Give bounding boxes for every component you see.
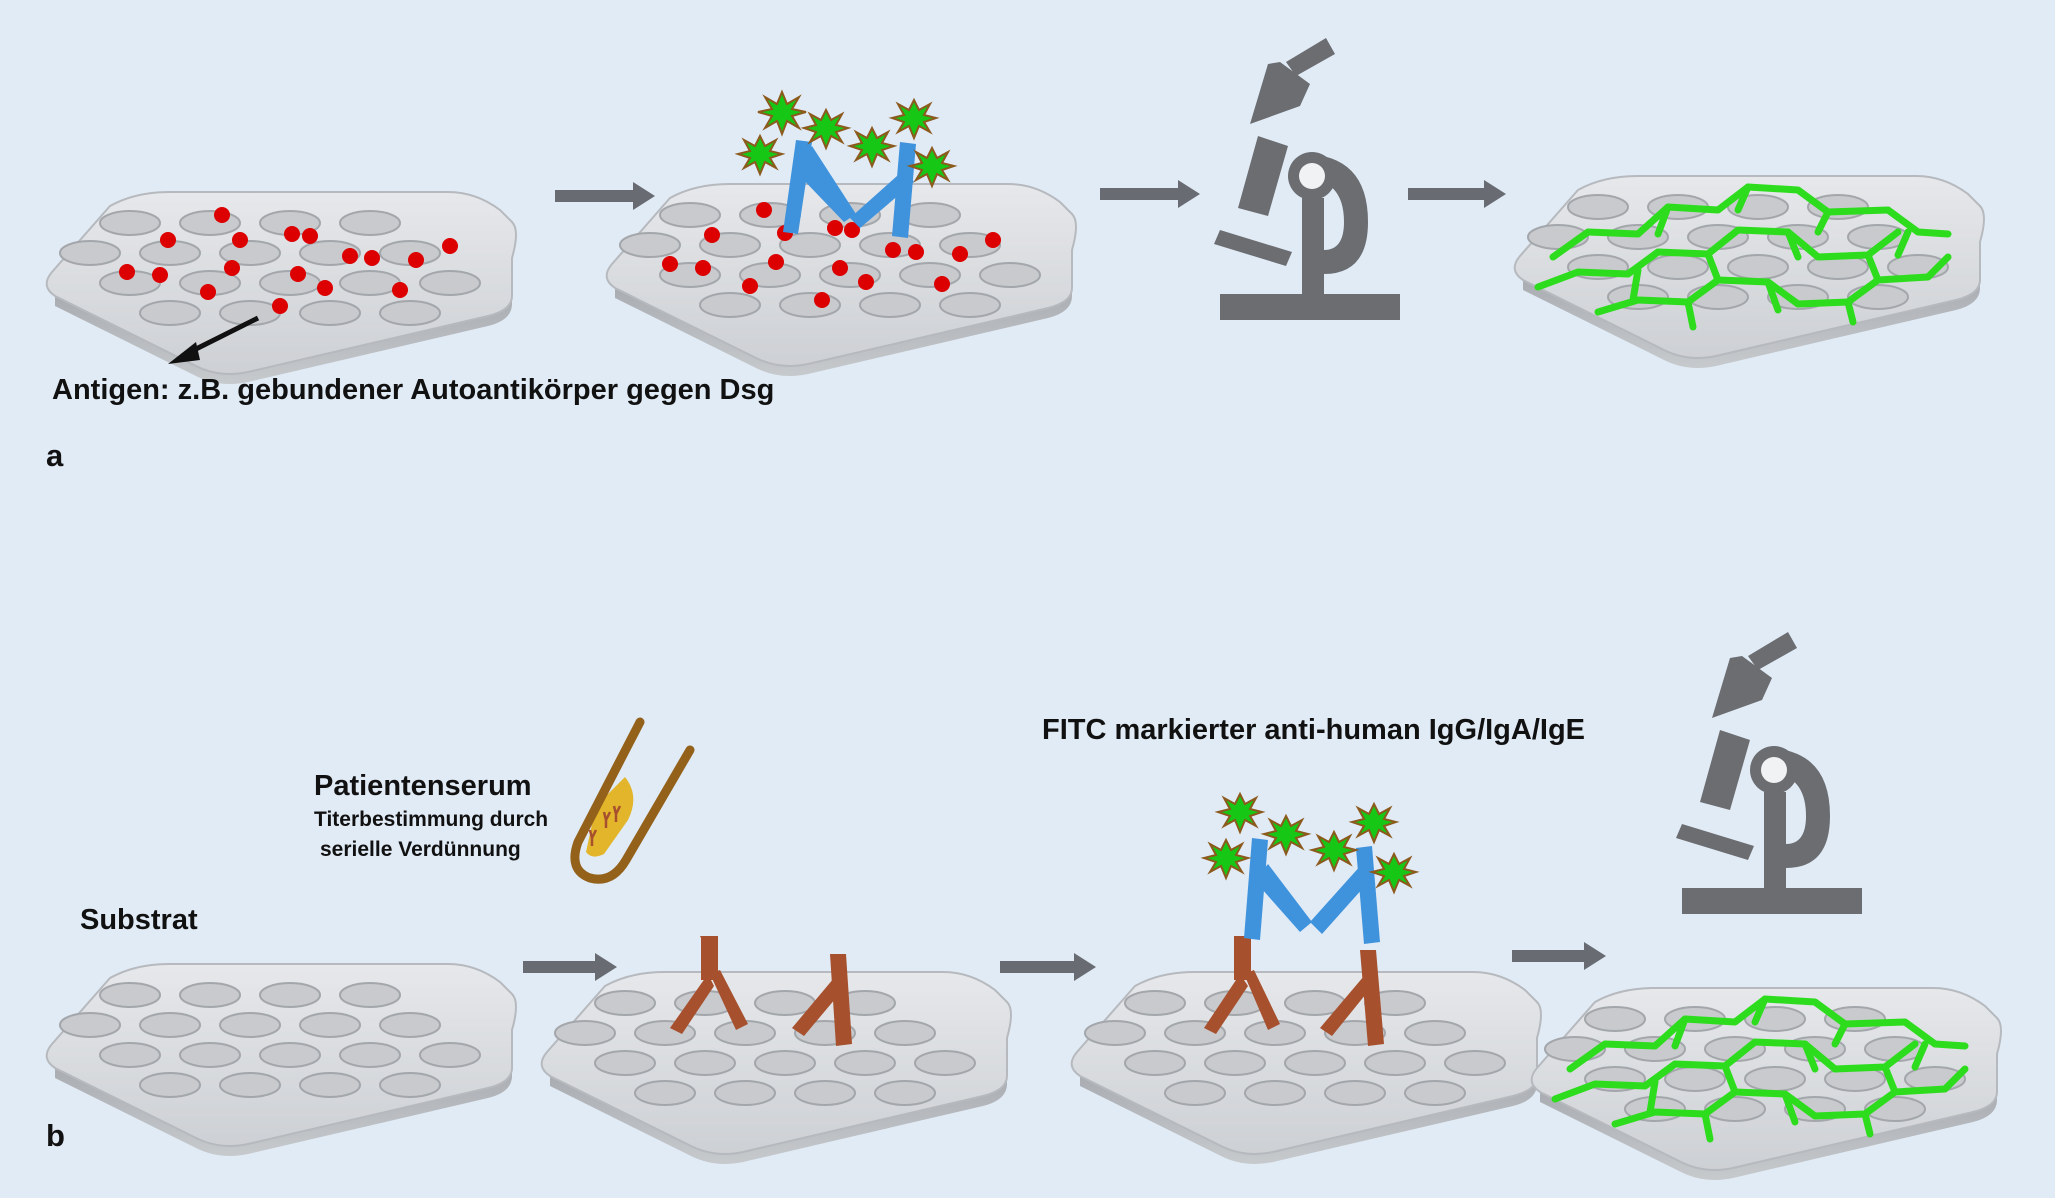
- slide-patient-antibody-b: [542, 936, 1011, 1164]
- serum-note-line2: serielle Verdünnung: [320, 838, 521, 861]
- slide-fluorescence-a: [1515, 176, 1984, 368]
- antigen-label: Antigen: z.B. gebundener Autoantikörper …: [52, 374, 775, 406]
- microscope-icon: [1214, 38, 1400, 320]
- serum-note-line1: Titerbestimmung durch: [314, 808, 549, 831]
- panel-letter-a: a: [46, 438, 64, 473]
- slide-fitc-conjugate-b: [1072, 791, 1541, 1164]
- slide-substrate-b: [47, 964, 516, 1156]
- pointer-arrow: [168, 315, 260, 364]
- process-arrow: [555, 182, 655, 210]
- test-tube-icon: [570, 717, 695, 884]
- fitc-conjugate-label: FITC markierter anti-human IgG/IgA/IgE: [1042, 714, 1586, 746]
- slide-bound-antibody-a: [607, 89, 1076, 376]
- process-arrow: [1000, 953, 1096, 981]
- patient-serum-label: Patientenserum: [314, 770, 532, 802]
- process-arrow: [1100, 180, 1200, 208]
- microscope-icon: [1676, 632, 1862, 914]
- panel-letter-b: b: [46, 1118, 65, 1153]
- slide-fluorescence-b: [1532, 988, 2001, 1180]
- slide-antigen-a: [47, 192, 516, 384]
- substrate-label: Substrat: [80, 904, 198, 936]
- process-arrow: [523, 953, 617, 981]
- process-arrow: [1408, 180, 1506, 208]
- process-arrow: [1512, 942, 1606, 970]
